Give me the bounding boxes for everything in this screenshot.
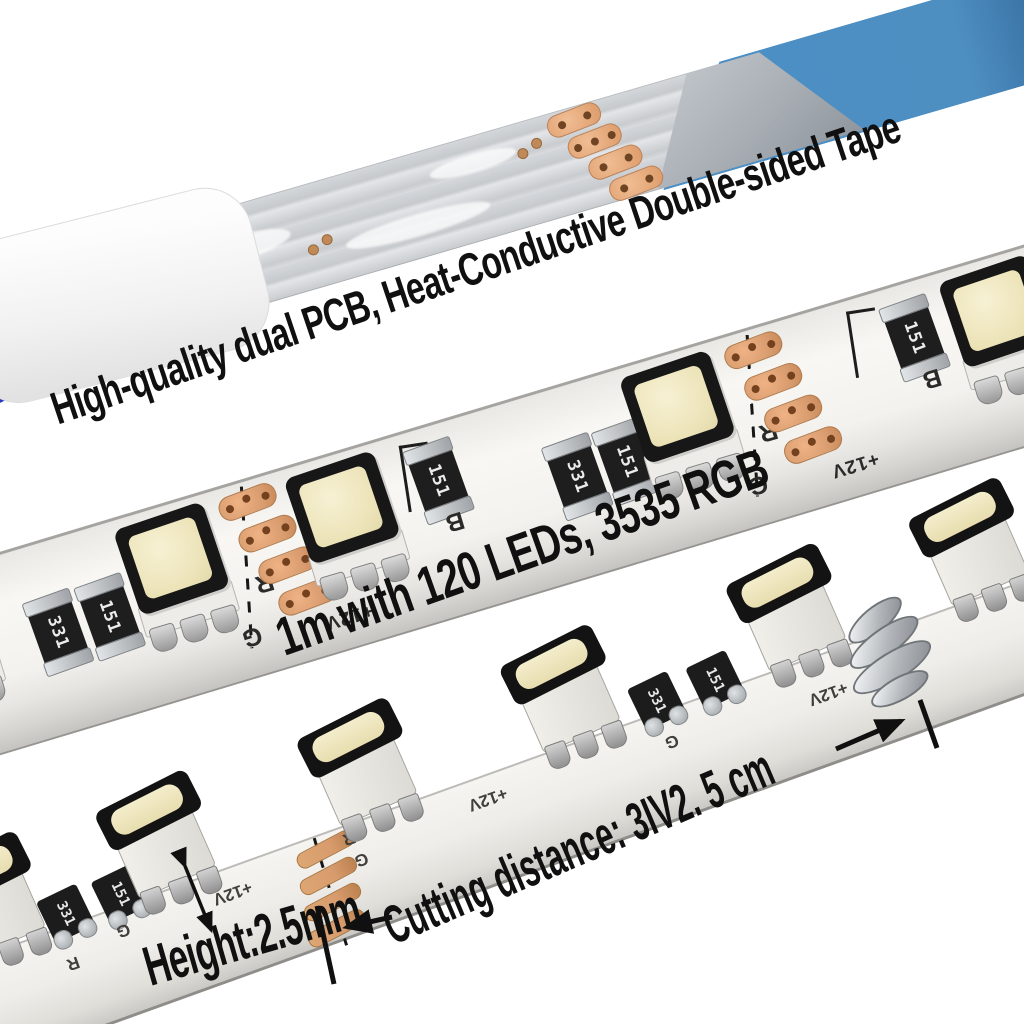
pad-hole (264, 566, 275, 578)
pad-hole (730, 351, 741, 363)
led-pin (167, 874, 197, 907)
silkscreen-label: +12V (465, 783, 511, 816)
pad-hole (244, 535, 255, 546)
led-lens (126, 515, 215, 601)
pad-hole (556, 119, 567, 131)
pad-hole (789, 446, 801, 458)
chip-resistor: 151 (685, 649, 745, 711)
copper-pad (215, 479, 281, 525)
silkscreen-label: G (662, 730, 682, 753)
pad-hole (622, 152, 634, 163)
rgb-led-3535 (497, 622, 636, 772)
rgb-led-3535 (294, 695, 433, 845)
pad-hole (572, 142, 584, 153)
led-pin (138, 885, 169, 918)
silkscreen-label: G (113, 919, 133, 942)
pad-hole (281, 556, 292, 568)
pad-hole (261, 525, 272, 536)
copper-pad (720, 327, 786, 373)
chip-resistor: 151 (405, 441, 472, 520)
pad-hole (749, 383, 761, 394)
rgb-led-3535 (935, 253, 1024, 407)
led-pin (543, 739, 573, 772)
led-lens (297, 464, 385, 550)
led-pin (571, 729, 602, 762)
rgb-led-3535 (906, 475, 1024, 625)
silkscreen-label: R (64, 952, 83, 975)
pad-hole (825, 433, 837, 444)
resistor-value: 331 (643, 686, 670, 716)
pad-hole (746, 341, 758, 353)
pad-hole (581, 109, 592, 121)
led-pin (599, 719, 630, 752)
pad-hole (224, 503, 235, 514)
led-lens (632, 363, 720, 449)
pad-hole (606, 129, 617, 140)
pad-hole (806, 436, 817, 447)
led-pin (340, 812, 370, 845)
pad-hole (786, 369, 797, 381)
led-pin (0, 936, 27, 969)
pad-hole (597, 161, 609, 173)
led-pin (396, 792, 427, 825)
led-black-package (937, 253, 1024, 369)
silkscreen-bracket (845, 307, 885, 379)
copper-pad (760, 391, 826, 436)
led-lens (951, 268, 1024, 354)
pad-hole (786, 405, 798, 416)
pad-hole (260, 489, 271, 501)
resistor-value: 151 (423, 461, 454, 500)
silkscreen-label: +12V (806, 678, 851, 710)
pad-hole (806, 401, 817, 412)
led-pin (797, 648, 827, 680)
rgb-led-3535 (0, 570, 13, 724)
pad-hole (769, 415, 781, 426)
pad-hole (241, 493, 252, 504)
led-pin (368, 802, 398, 835)
led-pin (951, 592, 982, 625)
pad-hole (766, 338, 777, 349)
pad-hole (589, 135, 600, 147)
led-pin (980, 582, 1010, 615)
led-pin (769, 658, 799, 691)
pad-hole (766, 373, 778, 384)
pad-hole (280, 521, 291, 532)
chip-resistor: 331 (626, 670, 687, 732)
resistor-value: 151 (899, 318, 930, 358)
resistor-value: 151 (702, 665, 728, 695)
